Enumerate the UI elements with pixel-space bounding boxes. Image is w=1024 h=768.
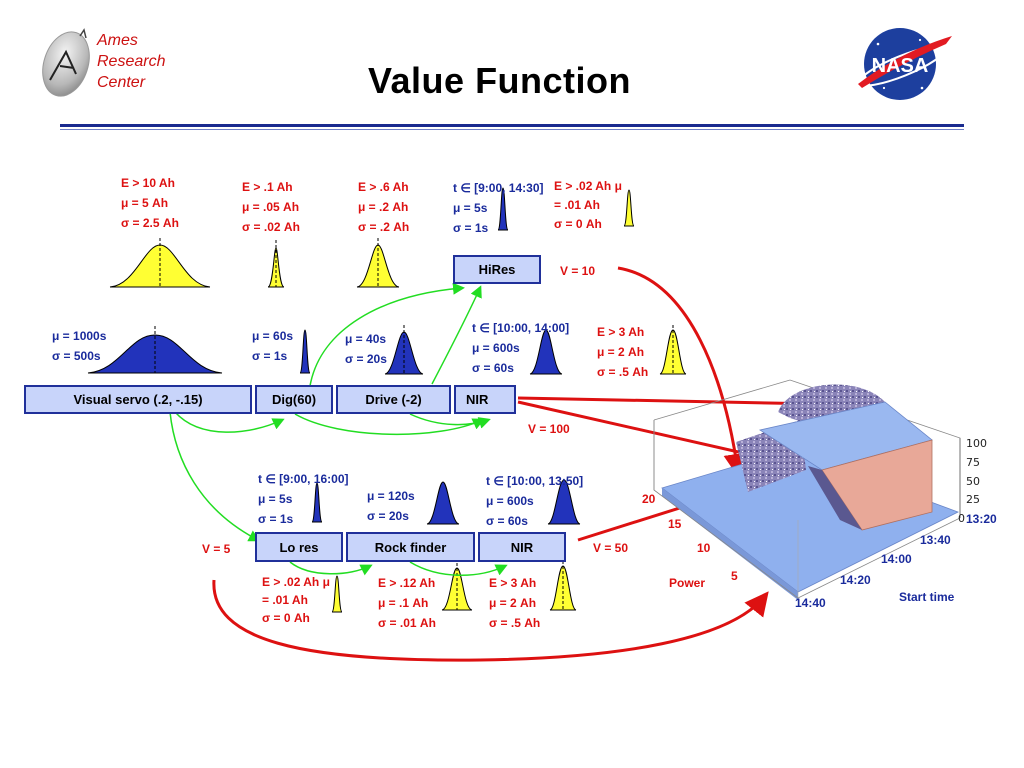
arrow-lores-to-rock: [289, 561, 373, 576]
header-rule-thin: [60, 129, 964, 130]
time-tick-1320: 13:20: [966, 512, 997, 526]
power-tick-15: 15: [668, 517, 682, 531]
logo-line-research: Research: [97, 53, 166, 70]
arrow-rock-to-nir: [409, 561, 508, 576]
time-curve-dig: [299, 329, 311, 374]
power-tick-20: 20: [642, 492, 656, 506]
value-v5: V = 5: [202, 542, 231, 556]
time-curve-nir-bottom: [547, 479, 581, 525]
power-axis-label: Power: [669, 576, 706, 590]
time-tick-1440: 14:40: [795, 596, 826, 610]
arrow-dig-to-nir: [294, 413, 485, 436]
energy-curve-e002-top: [623, 189, 635, 227]
task-rock-finder[interactable]: Rock finder: [346, 532, 475, 562]
ames-logo-text: Ames Research Center: [97, 30, 165, 93]
arrow-vs-to-lores: [169, 411, 261, 542]
time-curve-hires: [497, 187, 509, 231]
time-curve-nir-top: [529, 329, 563, 375]
task-visual-servo[interactable]: Visual servo (.2, -.15): [24, 385, 252, 414]
value-surface-plot: [653, 379, 961, 600]
z-tick-0: 0: [958, 512, 965, 525]
time-tick-1400: 14:00: [881, 552, 912, 566]
logo-line-ames: Ames: [97, 32, 138, 49]
task-drive[interactable]: Drive (-2): [336, 385, 451, 414]
ames-logo: [36, 22, 98, 100]
time-axis-label: Start time: [899, 590, 955, 604]
arrow-dig-to-hires: [309, 282, 465, 387]
page-title: Value Function: [368, 60, 632, 101]
energy-curve-e002-bottom: [331, 575, 343, 613]
time-tick-1420: 14:20: [840, 573, 871, 587]
task-hires[interactable]: HiRes: [453, 255, 541, 284]
ames-logo-icon: [42, 28, 90, 97]
nasa-logo-icon: NASA: [858, 28, 952, 100]
arrow-vs-to-dig: [174, 411, 285, 433]
task-dig[interactable]: Dig(60): [255, 385, 333, 414]
arrow-v5-to-plot: [212, 579, 769, 662]
time-curve-lores: [311, 482, 323, 523]
power-tick-10: 10: [697, 541, 711, 555]
time-curve-rock-finder: [426, 481, 460, 525]
task-lores[interactable]: Lo res: [255, 532, 343, 562]
arrow-drive-to-nir: [409, 413, 491, 429]
nasa-logo: NASA: [850, 22, 960, 104]
arrow-v10-to-plot: [617, 266, 748, 478]
logo-line-center: Center: [97, 74, 146, 91]
arrow-drive-to-hires: [431, 285, 482, 385]
z-tick-25: 25: [966, 493, 980, 506]
nasa-logo-text: NASA: [872, 55, 929, 77]
z-tick-100: 100: [966, 437, 987, 450]
arrow-nir-to-plot-a: [517, 391, 828, 416]
value-v50: V = 50: [593, 541, 629, 555]
task-nir-bottom[interactable]: NIR: [478, 532, 566, 562]
time-tick-1340: 13:40: [920, 533, 951, 547]
power-tick-5: 5: [731, 569, 738, 583]
value-v10: V = 10: [560, 264, 596, 278]
task-nir-top[interactable]: NIR: [454, 385, 516, 414]
z-tick-50: 50: [966, 475, 980, 488]
value-v100: V = 100: [528, 422, 570, 436]
header-rule: [60, 124, 964, 127]
z-tick-75: 75: [966, 456, 980, 469]
